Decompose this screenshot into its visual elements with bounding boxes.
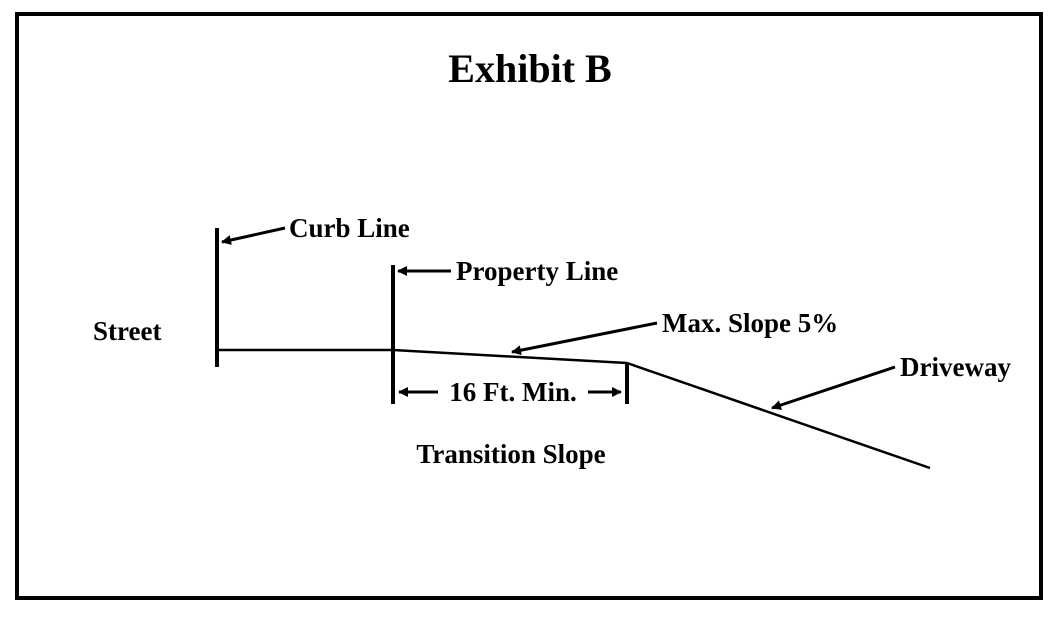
- exhibit-frame: [15, 12, 1043, 600]
- driveway-line: [626, 361, 931, 470]
- driveway-arrow: [771, 365, 896, 410]
- max-slope-label: Max. Slope 5%: [662, 308, 838, 338]
- max-slope-arrow: [511, 321, 658, 356]
- property-line-label: Property Line: [456, 256, 618, 286]
- diagram-title: Exhibit B: [448, 46, 611, 91]
- transition-slope-line: [392, 348, 628, 365]
- transition-slope-label: Transition Slope: [416, 439, 605, 469]
- curb-line-label: Curb Line: [289, 213, 410, 243]
- driveway-label: Driveway: [900, 352, 1011, 382]
- street-label: Street: [93, 316, 161, 346]
- min-distance-label: 16 Ft. Min.: [449, 377, 577, 407]
- curb-line-arrow: [221, 226, 286, 245]
